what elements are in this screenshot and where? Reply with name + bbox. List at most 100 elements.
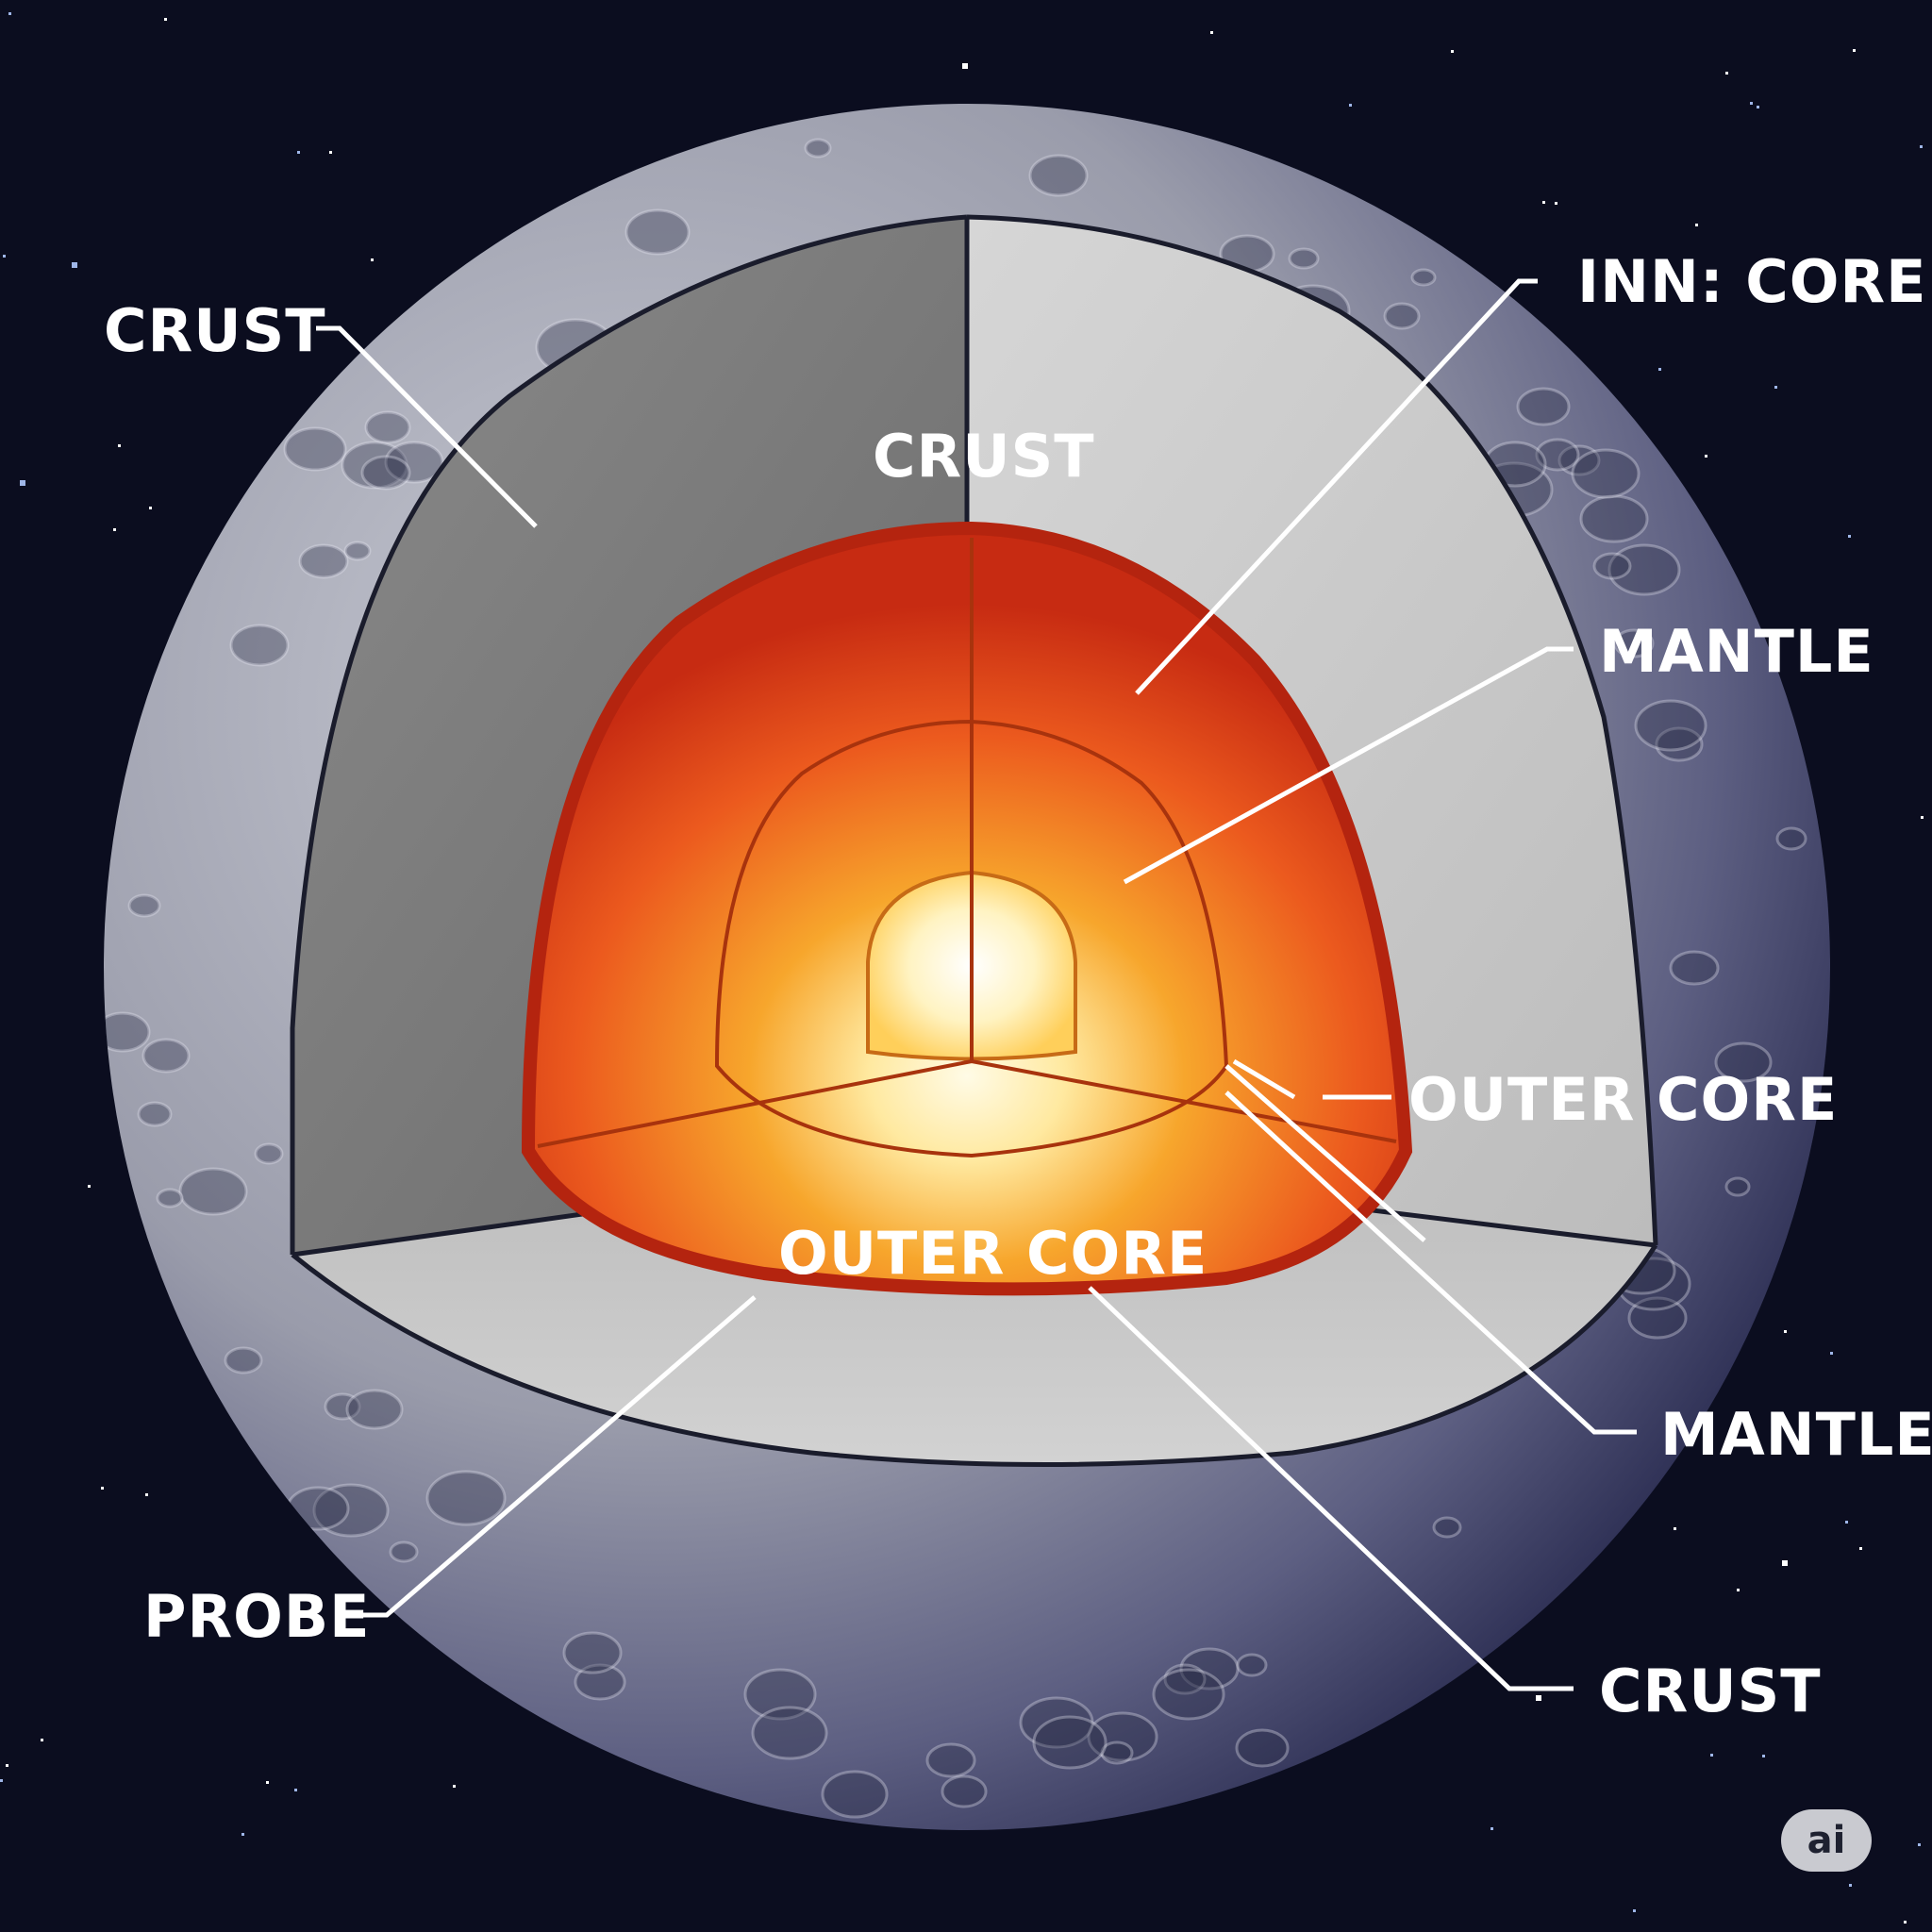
crater [1613,628,1655,658]
crater [254,1142,284,1165]
label-mantle-lower-right: MANTLE [1660,1400,1932,1469]
crater [298,543,349,579]
crater [1179,1647,1240,1690]
ai-badge-background [1781,1809,1872,1872]
leader-outer-core-right [1232,1058,1391,1100]
star [962,63,968,69]
star [1848,535,1851,538]
crater [1607,543,1681,596]
crater [1087,1711,1158,1762]
ai-badge-text: ai [1807,1819,1846,1862]
star [8,12,11,15]
crater [821,1770,889,1819]
star [1784,1330,1787,1333]
star [329,151,332,154]
crater [384,441,444,484]
crater [104,1011,151,1053]
label-mantle-right: MANTLE [1599,617,1874,686]
star [1904,1921,1907,1924]
star [266,1781,269,1784]
crater [1627,1296,1688,1340]
leader-crust-bottom-right [1088,1286,1574,1691]
crater [224,1346,263,1374]
star [0,1779,3,1782]
crater [1288,247,1320,270]
star [72,262,77,268]
crater [156,1188,184,1208]
leader-crust-top-left [316,325,538,528]
crater [1724,1176,1751,1197]
star [1782,1560,1788,1566]
crater [562,1631,623,1674]
label-outer-core-right: OUTER CORE [1408,1065,1838,1134]
crater [1592,552,1632,580]
crater [1152,1668,1225,1721]
star [371,258,374,261]
star [1695,224,1698,226]
crater [229,624,290,667]
crater [1163,1663,1207,1695]
star-field [0,12,1924,1924]
leader-probe [360,1295,757,1618]
star [453,1785,456,1788]
label-probe: PROBE [143,1582,371,1651]
star [1757,106,1759,108]
star [242,1833,244,1836]
crater [941,1774,988,1808]
star [41,1739,43,1741]
crater [1669,950,1720,986]
crater [1019,1696,1094,1749]
crater [142,1038,191,1074]
star [1633,1909,1636,1912]
star [6,1764,8,1767]
crater [1516,387,1571,426]
star [1725,72,1728,75]
crater [1235,1728,1290,1768]
crater [425,1470,507,1526]
crater [178,1167,248,1216]
star [145,1493,148,1496]
star [88,1185,91,1188]
star [1658,368,1661,371]
crater-field [104,138,1807,1819]
crater [1557,444,1601,476]
leader-lines [316,278,1637,1691]
star [1210,31,1213,34]
crater [1028,154,1089,197]
star [164,18,167,21]
label-crust-bottom-right: CRUST [1599,1657,1822,1725]
star [1705,455,1707,458]
crater [364,410,411,444]
crater [1032,1715,1108,1770]
star [1555,202,1557,205]
crater [1775,826,1807,851]
star [1737,1589,1740,1591]
star [1451,50,1454,53]
label-inner-core: INN: CORE [1577,247,1927,316]
star [118,444,121,447]
crater [751,1706,828,1760]
leader-mantle-lower-right [1224,1091,1637,1435]
star [1859,1547,1862,1550]
leader-inner-core [1135,278,1538,695]
star [1921,816,1924,819]
label-crust-top-left: CRUST [104,296,326,365]
star [1750,102,1753,105]
ai-badge: ai [1781,1809,1872,1872]
star [1849,1884,1852,1887]
star [1774,386,1777,389]
crater [625,208,691,256]
crater [360,455,411,491]
crater [1535,438,1580,472]
star [1853,49,1856,52]
crater [341,441,408,490]
crater [283,426,347,472]
star [1536,1695,1541,1701]
star [101,1487,104,1490]
crater [743,1668,817,1721]
star [20,480,25,486]
crater [1655,726,1704,762]
crater [804,138,832,158]
star [1762,1755,1765,1757]
